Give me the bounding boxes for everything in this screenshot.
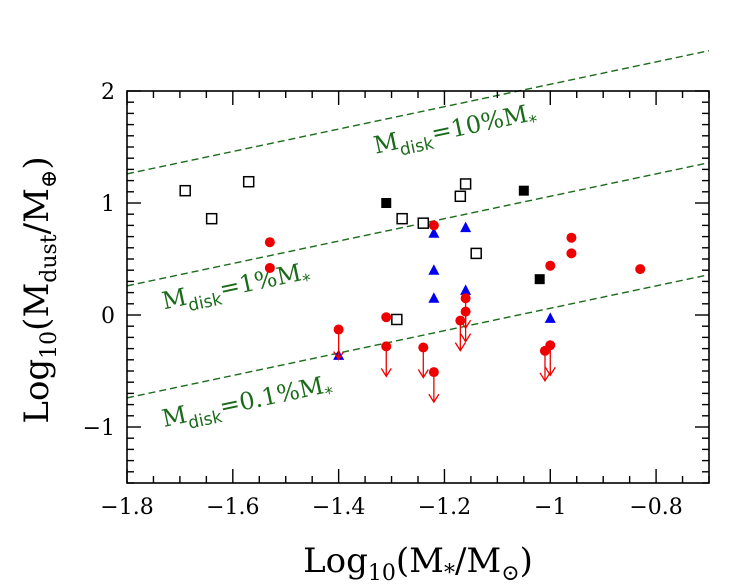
filled-triangle-point <box>428 264 440 275</box>
filled-circle-point <box>545 260 556 271</box>
reference-line-label: Mdisk=0.1%M* <box>159 370 335 439</box>
upper-limit-circle <box>381 341 392 352</box>
x-axis-title-sub3: ⊙ <box>501 561 519 584</box>
upper-limit-arrowhead <box>333 351 345 361</box>
x-tick-label: −0.8 <box>629 495 682 520</box>
filled-square-point <box>381 198 392 208</box>
filled-triangle-point <box>460 284 472 295</box>
x-axis-title-base: Log <box>303 541 368 581</box>
x-axis-title-end: ) <box>520 541 533 581</box>
upper-limit-circle <box>460 293 471 304</box>
upper-limit-circle <box>428 367 439 378</box>
open-square-point <box>396 212 408 225</box>
x-axis-title-sub2: * <box>444 561 455 584</box>
x-axis-title-text: (M <box>396 541 444 581</box>
filled-square-point <box>534 274 545 285</box>
upper-limit-point <box>544 340 556 377</box>
reference-line-label: Mdisk=1%M* <box>159 257 313 321</box>
filled-square-point <box>518 185 529 196</box>
reference-line-label-part: disk <box>186 407 224 434</box>
x-axis-title-sub: 10 <box>368 561 396 584</box>
open-square-point <box>417 217 430 229</box>
open-square-point <box>470 247 482 260</box>
upper-limit-point <box>380 341 392 378</box>
upper-limit-arrowhead <box>380 368 392 378</box>
reference-line-label-part: disk <box>398 134 436 161</box>
filled-circle-point <box>264 262 275 273</box>
filled-triangle-point <box>460 221 472 233</box>
filled-circle-point <box>264 237 275 248</box>
plot-frame <box>126 90 710 484</box>
open-square-point <box>179 184 191 197</box>
filled-triangle-point <box>428 292 440 303</box>
y-tick-label: 0 <box>101 304 115 329</box>
reference-line-label: Mdisk=10%M* <box>371 98 540 165</box>
filled-triangle-point <box>428 227 440 238</box>
upper-limit-arrowhead <box>454 342 466 352</box>
y-axis-title-mid: /M <box>17 188 57 234</box>
upper-limit-circle <box>460 306 471 317</box>
upper-limit-point <box>460 306 472 343</box>
upper-limit-arrowhead <box>428 393 440 404</box>
upper-limit-arrowhead <box>544 366 556 377</box>
open-square-point <box>454 190 467 203</box>
reference-line-labels: Mdisk=10%M*Mdisk=1%M*Mdisk=0.1%M* <box>159 98 540 439</box>
reference-line <box>126 49 710 175</box>
upper-limit-arrowhead <box>417 369 429 379</box>
upper-limit-point <box>539 345 551 383</box>
filled-circle-point <box>635 264 646 275</box>
y-axis-title-sub3: ⊕ <box>37 170 62 188</box>
x-tick-label: −1.4 <box>312 495 365 520</box>
reference-line-label-part: * <box>301 271 313 292</box>
y-axis-title: Log10(Mdust/M⊕) <box>17 156 62 423</box>
tick-labels: −1.8 −1.6 −1.4 −1.2 −1 −0.8 −1 0 1 2 <box>83 80 683 520</box>
y-tick-label: 2 <box>101 80 115 105</box>
x-tick-label: −1 <box>534 495 566 520</box>
filled-circle-point <box>381 312 392 323</box>
upper-limit-circle <box>545 340 556 351</box>
y-axis-title-base: Log <box>17 359 57 424</box>
upper-limit-point <box>333 324 345 361</box>
reference-line-label-part: =1%M <box>217 259 304 304</box>
upper-limit-point <box>417 342 429 379</box>
x-axis-title-mid: /M <box>455 541 501 581</box>
y-axis-title-sub: 10 <box>37 331 62 359</box>
x-tick-label: −1.6 <box>206 495 259 520</box>
y-tick-label: −1 <box>83 416 115 441</box>
open-square-point <box>205 212 218 225</box>
x-tick-label: −1.8 <box>100 495 153 520</box>
y-axis-title-text: (M <box>17 283 57 331</box>
y-tick-label: 1 <box>101 192 115 217</box>
upper-limit-point <box>428 367 440 404</box>
reference-line-label-part: disk <box>186 289 224 316</box>
filled-circle-point <box>566 232 577 243</box>
reference-line-label-part: * <box>323 383 335 404</box>
reference-line-label-part: * <box>527 112 539 133</box>
upper-limit-arrowhead <box>460 333 472 343</box>
open-square-point <box>242 175 255 188</box>
open-square-point <box>391 313 403 326</box>
upper-limit-circle <box>333 324 344 335</box>
reference-line <box>126 273 710 399</box>
y-axis-title-end: ) <box>17 156 57 169</box>
reference-line-label-part: =0.1%M <box>217 371 326 420</box>
x-tick-label: −1.2 <box>418 495 471 520</box>
upper-limit-arrowhead <box>539 372 551 383</box>
x-axis-title: Log10(M*/M⊙) <box>303 541 533 584</box>
open-square-point <box>459 178 472 190</box>
y-axis-title-sub2: dust <box>37 234 62 283</box>
filled-circle-point <box>428 220 439 231</box>
reference-line-label-part: M <box>159 283 189 315</box>
filled-triangle-point <box>544 312 556 323</box>
filled-circle-point <box>566 248 577 259</box>
reference-line-label-part: M <box>371 127 401 159</box>
upper-limit-circle <box>418 342 429 353</box>
data-points <box>179 175 646 404</box>
reference-line-label-part: M <box>159 400 189 432</box>
